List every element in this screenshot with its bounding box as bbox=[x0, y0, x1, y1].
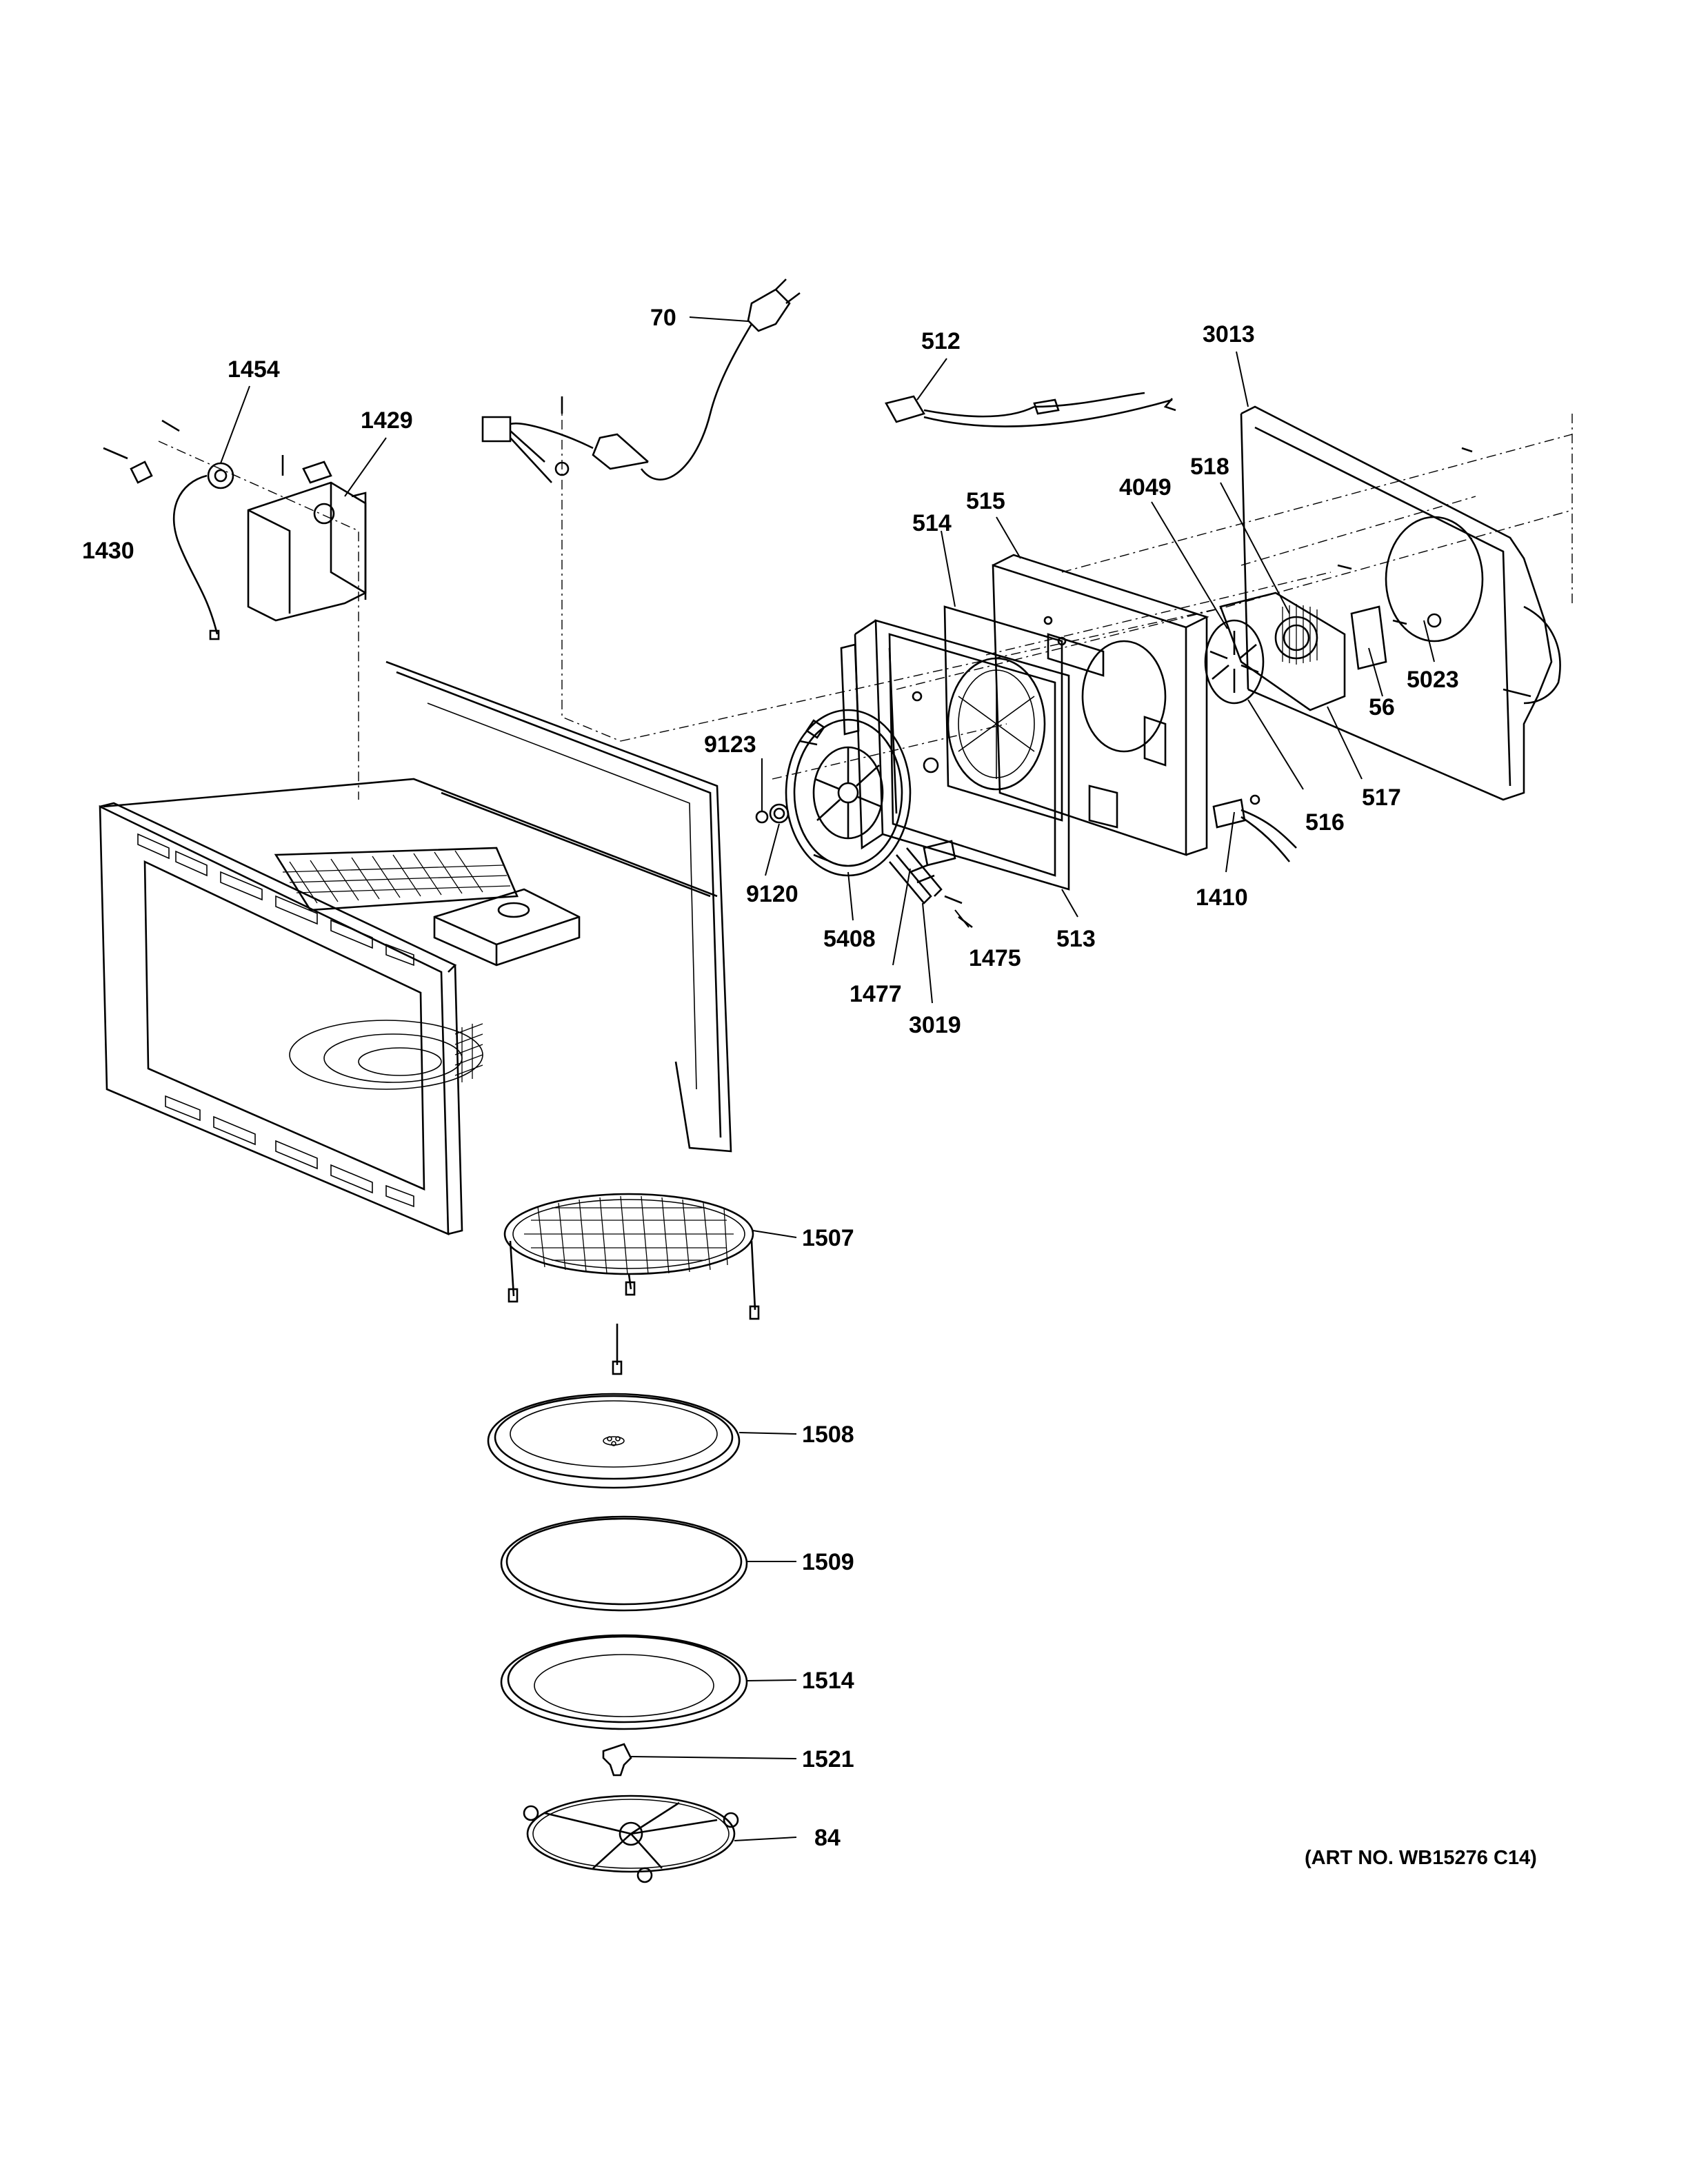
drive-coupler-part bbox=[602, 1743, 632, 1777]
convection-panel-part bbox=[912, 605, 1063, 822]
wire-harness-part bbox=[885, 392, 1176, 427]
callout-4049: 4049 bbox=[1119, 474, 1172, 501]
callout-1454: 1454 bbox=[228, 356, 280, 383]
callout-84: 84 bbox=[814, 1825, 841, 1851]
convection-frame-part bbox=[840, 619, 1070, 891]
callout-9123: 9123 bbox=[704, 731, 756, 758]
turntable-tray-part bbox=[487, 1393, 741, 1489]
callout-515: 515 bbox=[966, 488, 1005, 514]
callout-1475: 1475 bbox=[969, 945, 1021, 971]
leader-lines bbox=[220, 316, 1435, 1841]
callout-517: 517 bbox=[1362, 785, 1401, 811]
callout-516: 516 bbox=[1305, 809, 1345, 836]
callout-3013: 3013 bbox=[1203, 321, 1255, 347]
callout-5408: 5408 bbox=[823, 926, 876, 952]
oven-cavity-part bbox=[99, 660, 732, 1235]
roller-ring-part bbox=[500, 1515, 748, 1612]
callout-5023: 5023 bbox=[1407, 667, 1459, 693]
callout-512: 512 bbox=[921, 328, 961, 354]
callout-1508: 1508 bbox=[802, 1422, 854, 1448]
callout-labels: 70 512 3013 1454 1429 1430 515 514 4049 … bbox=[82, 305, 1537, 1869]
art-number: (ART NO. WB15276 C14) bbox=[1305, 1847, 1537, 1869]
callout-1514: 1514 bbox=[802, 1668, 854, 1694]
callout-1477: 1477 bbox=[850, 981, 902, 1007]
callout-1429: 1429 bbox=[361, 407, 413, 434]
support-ring-part bbox=[500, 1634, 748, 1730]
callout-1507: 1507 bbox=[802, 1225, 854, 1251]
callout-1430: 1430 bbox=[82, 538, 134, 564]
convection-motor-part bbox=[1204, 592, 1407, 862]
bracket-assembly-part bbox=[103, 419, 367, 640]
oven-rack-part bbox=[503, 1193, 760, 1375]
assembly-guide-lines bbox=[158, 400, 1573, 800]
callout-1509: 1509 bbox=[802, 1549, 854, 1575]
callout-1521: 1521 bbox=[802, 1746, 854, 1772]
roller-guide-part bbox=[523, 1794, 739, 1883]
callout-518: 518 bbox=[1190, 454, 1229, 480]
callout-3019: 3019 bbox=[909, 1012, 961, 1038]
callout-1410: 1410 bbox=[1196, 884, 1248, 911]
rear-panel-part bbox=[992, 554, 1209, 856]
callout-9120: 9120 bbox=[746, 881, 798, 907]
callout-70: 70 bbox=[650, 305, 676, 331]
callout-514: 514 bbox=[912, 510, 952, 536]
rear-cover-part bbox=[1240, 405, 1561, 801]
callout-56: 56 bbox=[1369, 694, 1395, 720]
power-cord-part bbox=[481, 279, 801, 483]
callout-513: 513 bbox=[1056, 926, 1096, 952]
